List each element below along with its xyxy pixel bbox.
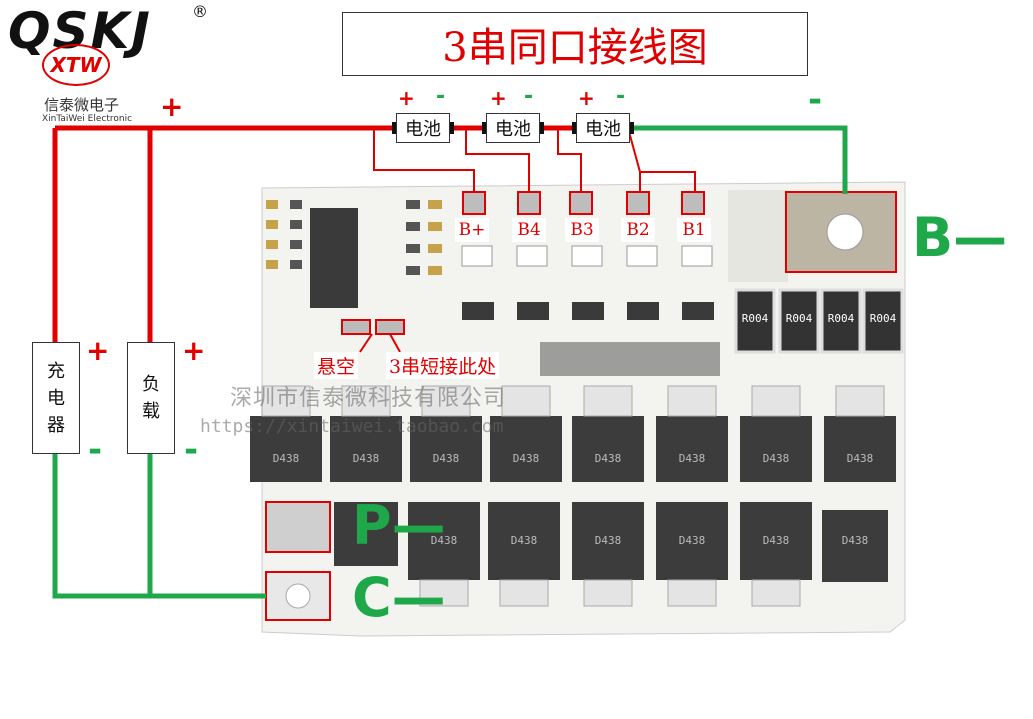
mosfet-mark: D438 [352, 452, 380, 465]
mosfet-mark: D438 [430, 534, 458, 547]
pad-array-right [728, 190, 788, 282]
mosfet-mark: D438 [678, 534, 706, 547]
battery-2: 电池 [486, 113, 540, 143]
balance-label-b4: B4 [512, 218, 546, 242]
shunt-resistors [734, 288, 904, 354]
balance-components [461, 245, 714, 320]
load-box: 负 载 [127, 342, 175, 454]
mosfet-mark: D438 [762, 452, 790, 465]
mosfet-mark: D438 [272, 452, 300, 465]
b-minus-label: B— [912, 206, 1008, 269]
mosfet-mark: D438 [846, 452, 874, 465]
mosfet-mark: D438 [594, 452, 622, 465]
battery-1-minus: - [436, 84, 446, 109]
b-minus-wire-sign: - [808, 80, 823, 120]
short-note: 3串短接此处 [386, 352, 500, 379]
c-minus-label: C— [352, 566, 446, 629]
mosfet-mark: D438 [762, 534, 790, 547]
battery-1-plus: + [398, 86, 415, 110]
pcb-trace-strip [540, 342, 720, 376]
top-plus-sign: + [160, 90, 184, 123]
load-plus: + [182, 334, 206, 367]
mosfet-row-bottom [334, 502, 888, 582]
mosfet-tabs-top [261, 385, 885, 417]
load-minus: - [184, 430, 199, 470]
mosfet-mark: D438 [678, 452, 706, 465]
p-minus-label: P— [352, 494, 446, 557]
led-column-left [266, 200, 302, 269]
battery-3-minus: - [616, 84, 626, 109]
charger-char: 充 [47, 360, 65, 382]
load-char: 负 [142, 374, 160, 395]
battery-3-plus: + [578, 86, 595, 110]
charger-char: 器 [47, 414, 65, 436]
mosfet-mark: D438 [432, 452, 460, 465]
mosfet-mark: D438 [594, 534, 622, 547]
xtw-badge: XTW [42, 44, 110, 86]
resistor-mark: R004 [785, 312, 813, 325]
floating-note: 悬空 [314, 352, 359, 379]
smd-column-mid [406, 200, 442, 275]
mosfet-mark: D438 [512, 452, 540, 465]
balance-label-b3: B3 [565, 218, 599, 242]
green-wires [52, 125, 848, 599]
resistor-mark: R004 [827, 312, 855, 325]
c-minus-hole [285, 583, 311, 609]
watermark-company: 深圳市信泰微科技有限公司 [230, 386, 507, 411]
mosfet-mark: D438 [510, 534, 538, 547]
charger-box: 充 电 器 [32, 342, 80, 454]
resistor-mark: R004 [869, 312, 897, 325]
battery-1: 电池 [396, 113, 450, 143]
brand-english-name: XinTaiWei Electronic [42, 114, 133, 124]
page-title: 3串同口接线图 [342, 12, 808, 76]
battery-2-plus: + [490, 86, 507, 110]
ic-chip [310, 208, 358, 308]
brand-chinese-name: 信泰微电子 [44, 96, 120, 114]
load-char: 载 [142, 401, 160, 422]
mosfet-row-top [250, 416, 896, 482]
battery-3: 电池 [576, 113, 630, 143]
charger-plus: + [86, 334, 110, 367]
battery-2-minus: - [524, 84, 534, 109]
balance-label-bplus: B+ [455, 218, 489, 242]
resistor-mark: R004 [741, 312, 769, 325]
b-minus-hole [826, 213, 864, 251]
registered-mark: ® [192, 2, 208, 21]
mosfet-tabs-bottom [419, 579, 801, 607]
charger-minus: - [88, 430, 103, 470]
balance-label-b2: B2 [621, 218, 655, 242]
mosfet-mark: D438 [841, 534, 869, 547]
balance-wires [373, 127, 696, 192]
charger-char: 电 [47, 387, 65, 409]
p-minus-pad [265, 501, 331, 553]
watermark-url: https://xintaiwei.taobao.com [200, 416, 504, 437]
balance-label-b1: B1 [677, 218, 711, 242]
